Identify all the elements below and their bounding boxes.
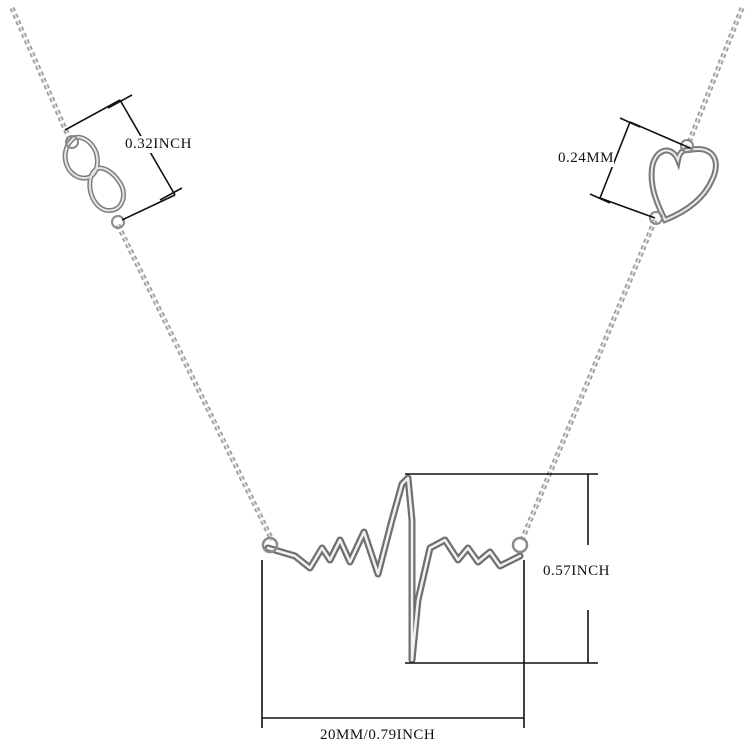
dimension-lines — [64, 94, 691, 728]
pendant-width-label: 20MM/0.79INCH — [320, 727, 436, 744]
pendant-height-label: 0.57INCH — [543, 563, 610, 580]
heartbeat-pendant — [261, 474, 529, 664]
infinity-charm — [62, 134, 126, 229]
infinity-size-label: 0.32INCH — [125, 136, 192, 153]
heart-size-label: 0.24MM — [558, 150, 614, 167]
heart-charm — [648, 139, 719, 225]
left-chain — [9, 6, 275, 542]
right-chain — [519, 7, 745, 541]
